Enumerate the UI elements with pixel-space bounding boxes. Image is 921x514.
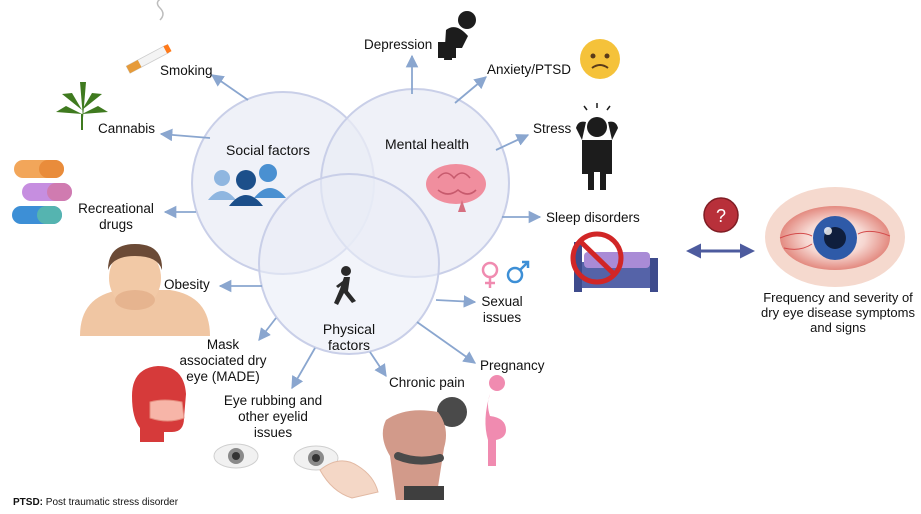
people-group-icon (208, 164, 286, 206)
made-line2: associated dry (179, 353, 267, 368)
recreational-drugs-line1: Recreational (78, 201, 154, 216)
made-line1: Mask (206, 337, 240, 352)
cigarette-icon (125, 0, 172, 74)
eye-rubbing-label: Eye rubbing and other eyelid issues (224, 393, 322, 441)
made-label: Mask associated dry eye (MADE) (179, 337, 266, 385)
running-person-icon (334, 266, 356, 305)
sexual-issues-line1: Sexual (481, 294, 523, 309)
eye-rubbing-line3: issues (253, 425, 293, 440)
depressed-person-icon (438, 11, 476, 60)
factor-arrows (159, 54, 542, 390)
mental-health-label: Mental health (384, 136, 470, 152)
arrow-sexual (435, 295, 477, 308)
sexual-issues-label: Sexual issues (481, 294, 522, 326)
footnote-abbr: PTSD: (13, 497, 43, 508)
outcome-line3: and signs (810, 320, 866, 335)
anxious-face-icon (580, 39, 620, 79)
arrow-stress (495, 134, 530, 151)
question-badge (703, 197, 739, 233)
physical-factors-circle (258, 173, 440, 355)
physical-factors-label-line1: Physical (322, 321, 376, 337)
recreational-drugs-line2: drugs (99, 217, 133, 232)
brain-icon (426, 164, 486, 212)
smoking-label: Smoking (160, 63, 213, 78)
eye-rubbing-line2: other eyelid (238, 409, 308, 424)
outcome-line1: Frequency and severity of (763, 290, 913, 305)
pregnancy-label: Pregnancy (480, 358, 545, 373)
arrow-rubbing (291, 347, 316, 390)
footnote: PTSD: Post traumatic stress disorder (13, 497, 178, 508)
arrow-anxiety (454, 76, 487, 104)
obese-person-icon (80, 244, 210, 336)
eye-rubbing-line1: Eye rubbing and (223, 393, 323, 408)
chronic-pain-person-icon (382, 397, 467, 500)
cannabis-label: Cannabis (98, 121, 156, 136)
made-line3: eye (MADE) (186, 369, 260, 384)
venn-diagram (191, 88, 510, 355)
arrow-mask (258, 317, 277, 341)
stress-label: Stress (533, 121, 572, 136)
cannabis-leaf-icon (56, 82, 108, 130)
eyes-rubbing-icon (213, 443, 379, 499)
pregnant-woman-icon (485, 375, 506, 466)
outcome-label: Frequency and severity of dry eye diseas… (761, 290, 915, 335)
physical-factors-label: Physical factors (323, 321, 375, 353)
mask-head-icon (132, 366, 186, 442)
red-eye-icon (765, 187, 905, 287)
obesity-label: Obesity (164, 277, 210, 292)
recreational-drugs-label: Recreational drugs (78, 201, 154, 233)
chronic-pain-label: Chronic pain (389, 375, 465, 390)
depression-label: Depression (364, 37, 433, 52)
question-mark: ? (716, 206, 726, 226)
gender-symbols-icon (481, 260, 530, 288)
physical-factors-label-line2: factors (327, 337, 371, 353)
stressed-person-icon (576, 103, 618, 190)
social-factors-label: Social factors (225, 142, 311, 158)
arrow-pregnancy (416, 321, 477, 364)
sleep-disorder-bed-icon (570, 231, 658, 292)
arrow-cannabis (159, 128, 211, 142)
sexual-issues-line2: issues (482, 310, 522, 325)
sleep-disorders-label: Sleep disorders (546, 210, 640, 225)
arrow-smoking (210, 74, 249, 101)
outcome-line2: dry eye disease symptoms (761, 305, 915, 320)
anxiety-ptsd-label: Anxiety/PTSD (487, 62, 572, 77)
footnote-definition: Post traumatic stress disorder (43, 497, 179, 508)
pills-icon (12, 160, 72, 224)
arrow-chronic-pain (369, 351, 387, 378)
